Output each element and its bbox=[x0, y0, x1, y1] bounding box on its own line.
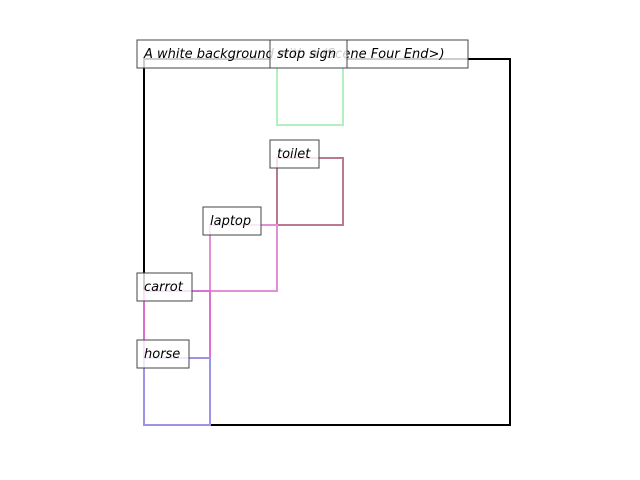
box-stop-sign bbox=[276, 58, 344, 126]
label-toilet-text: toilet bbox=[277, 147, 311, 162]
label-stop-sign: stop sign bbox=[269, 39, 348, 69]
label-laptop-text: laptop bbox=[210, 214, 251, 229]
label-laptop: laptop bbox=[202, 206, 262, 236]
label-stop-sign-text: stop sign bbox=[277, 47, 336, 62]
label-toilet: toilet bbox=[269, 139, 320, 169]
label-carrot: carrot bbox=[136, 272, 193, 302]
label-horse-text: horse bbox=[144, 347, 180, 362]
label-carrot-text: carrot bbox=[144, 280, 184, 295]
label-horse: horse bbox=[136, 339, 190, 369]
scene-frame bbox=[143, 58, 511, 426]
